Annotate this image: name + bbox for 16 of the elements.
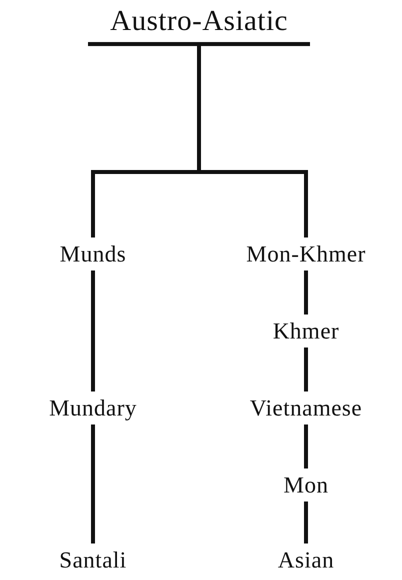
- tree-branch-line: [304, 502, 308, 544]
- tree-node-label: Vietnamese: [248, 392, 364, 424]
- tree-node-label: Munds: [58, 238, 128, 270]
- tree-node-label: Mon: [282, 468, 330, 502]
- tree-node-label: Asian: [276, 544, 336, 576]
- root-node-label: Austro-Asiatic: [88, 6, 310, 46]
- tree-node-label: Santali: [57, 544, 129, 576]
- tree-branch-line: [304, 348, 308, 392]
- tree-branch-line: [304, 424, 308, 468]
- tree-node-label: Mundary: [47, 392, 139, 424]
- tree-branch-line: [197, 46, 308, 238]
- tree-node-label: Mon-Khmer: [244, 238, 368, 270]
- tree-branch-line: [91, 270, 95, 392]
- tree-branch-line: [304, 270, 308, 314]
- tree-node-label: Khmer: [270, 314, 342, 348]
- tree-branch-line: [91, 424, 95, 544]
